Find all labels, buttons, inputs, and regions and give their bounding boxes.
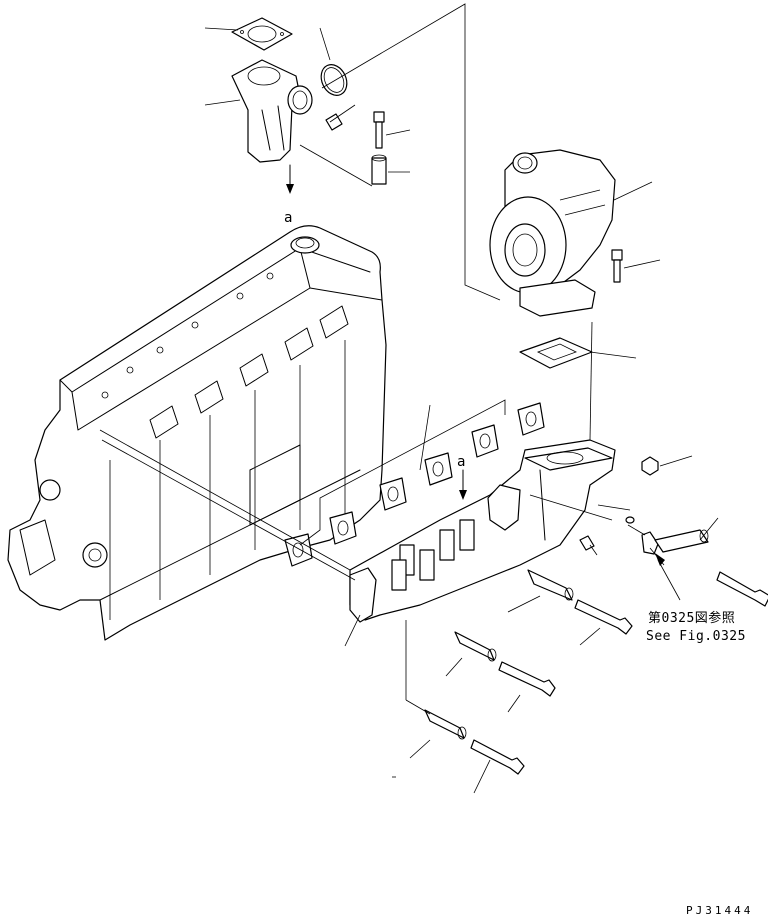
manifold-gasket [284,402,545,567]
view-arrow-a-mid [459,469,467,500]
elbow-gasket [231,17,293,51]
spacer-3 [454,631,497,662]
o-ring [320,64,348,96]
reference-text-en: See Fig.0325 [646,629,746,644]
bolt-3 [498,661,556,697]
exhaust-elbow [231,59,313,163]
washer [625,516,635,524]
exhaust-manifold [349,439,616,623]
turbo-gasket [519,337,593,369]
view-arrow-a-top [286,164,294,194]
spacer-1 [654,529,709,553]
stud [579,535,595,551]
view-letter-top: a [284,210,293,226]
turbocharger [489,149,616,317]
drawing-code: PJ31444 [686,904,753,917]
view-letter-mid: a [457,454,466,470]
leader-lines [99,3,719,794]
bolt-4 [470,739,525,775]
reference-text-jp: 第0325図参照 [648,610,735,626]
elbow-spacer [371,154,387,185]
clamp [641,531,659,555]
spacer-2 [527,569,574,601]
reference-arrow [655,553,665,566]
elbow-plug [325,113,343,131]
spacer-4 [424,709,467,740]
engine-block [7,225,387,641]
bolt-1 [716,571,768,607]
bolt-2 [574,599,633,635]
manifold-nut [641,456,659,476]
turbo-bolt [611,249,623,283]
elbow-bolt [373,111,385,149]
